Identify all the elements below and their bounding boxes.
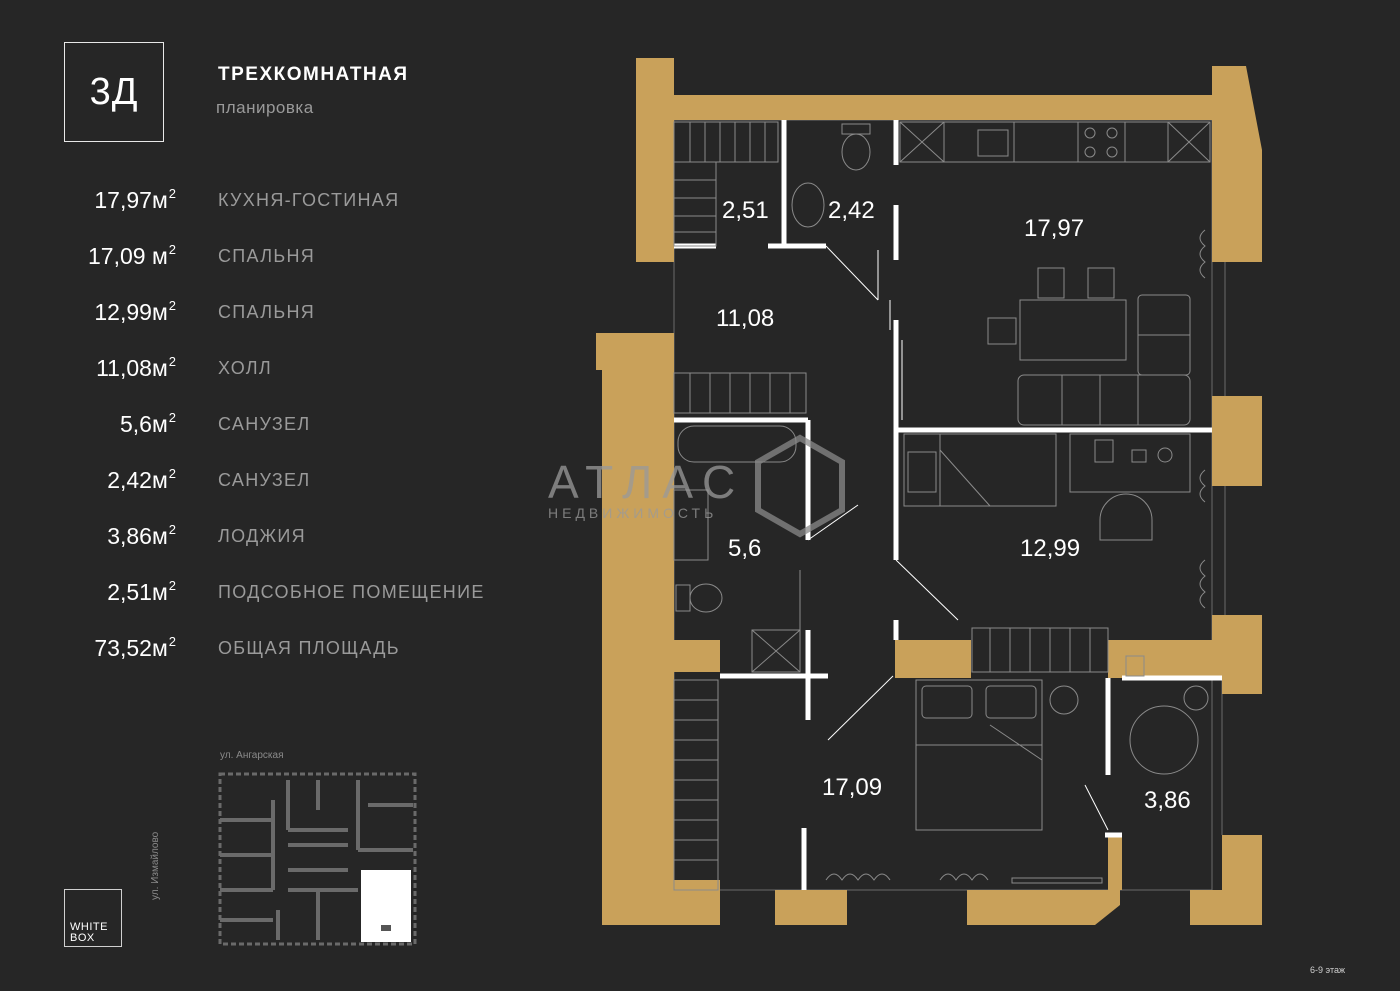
area-row: 5,6м2 САНУЗЕЛ: [119, 410, 311, 437]
page-title: ТРЕХКОМНАТНАЯ: [218, 64, 409, 85]
whitebox-badge: WHITE BOX: [64, 889, 122, 947]
svg-text:НЕДВИЖИМОСТЬ: НЕДВИЖИМОСТЬ: [548, 505, 717, 521]
area-value: 3,86м: [107, 523, 168, 549]
floor-range: 6-9 этаж: [1310, 965, 1345, 975]
area-label: САНУЗЕЛ: [218, 470, 311, 490]
area-value: 73,52м: [94, 635, 168, 661]
logo-hexagon-icon: [755, 434, 845, 538]
area-value: 5,6м: [119, 411, 168, 437]
area-label: СПАЛЬНЯ: [218, 246, 316, 266]
area-label: САНУЗЕЛ: [218, 414, 311, 434]
area-value: 17,97м: [94, 187, 168, 213]
room-label-bedroom-small: 12,99: [1020, 535, 1080, 562]
street-label-top: ул. Ангарская: [220, 750, 284, 761]
area-label: ПОДСОБНОЕ ПОМЕЩЕНИЕ: [218, 582, 485, 602]
area-list: 17,97м2 КУХНЯ-ГОСТИНАЯ 17,09 м2 СПАЛЬНЯ …: [40, 186, 560, 690]
area-label: ХОЛЛ: [218, 358, 273, 378]
area-row: 2,51м2 ПОДСОБНОЕ ПОМЕЩЕНИЕ: [107, 578, 485, 605]
room-label-hall: 11,08: [716, 305, 774, 332]
svg-text:АТЛАС: АТЛАС: [548, 456, 745, 508]
area-value: 12,99м: [94, 299, 168, 325]
area-row: 17,09 м2 СПАЛЬНЯ: [88, 242, 316, 269]
atlas-logo: АТЛАС НЕДВИЖИМОСТЬ: [548, 434, 845, 538]
outer-walls: [596, 58, 1262, 925]
room-label-bedroom-large: 17,09: [822, 774, 882, 801]
furniture: [673, 121, 1211, 891]
building-minimap: [218, 772, 417, 946]
area-value: 17,09 м: [88, 243, 168, 269]
room-label-wc: 2,42: [828, 197, 875, 224]
area-label: ОБЩАЯ ПЛОЩАДЬ: [218, 638, 400, 658]
area-row: 3,86м2 ЛОДЖИЯ: [107, 522, 306, 549]
room-label-bathroom: 5,6: [728, 535, 761, 562]
area-row-total: 73,52м2 ОБЩАЯ ПЛОЩАДЬ: [94, 634, 400, 661]
doors: [807, 245, 1109, 831]
room-label-loggia: 3,86: [1144, 787, 1191, 814]
room-label-storage: 2,51: [722, 197, 769, 224]
area-label: КУХНЯ-ГОСТИНАЯ: [218, 190, 400, 210]
area-row: 17,97м2 КУХНЯ-ГОСТИНАЯ: [94, 186, 400, 213]
page-subtitle: планировка: [216, 98, 314, 117]
area-label: ЛОДЖИЯ: [218, 526, 306, 546]
area-value: 2,42м: [107, 467, 168, 493]
area-value: 2,51м: [107, 579, 168, 605]
room-label-kitchen: 17,97: [1024, 215, 1084, 242]
apartment-type-badge: 3Д: [64, 42, 164, 142]
area-row: 12,99м2 СПАЛЬНЯ: [94, 298, 316, 325]
area-row: 2,42м2 САНУЗЕЛ: [107, 466, 311, 493]
area-row: 11,08м2 ХОЛЛ: [96, 354, 273, 381]
area-value: 11,08м: [96, 355, 168, 381]
area-label: СПАЛЬНЯ: [218, 302, 316, 322]
